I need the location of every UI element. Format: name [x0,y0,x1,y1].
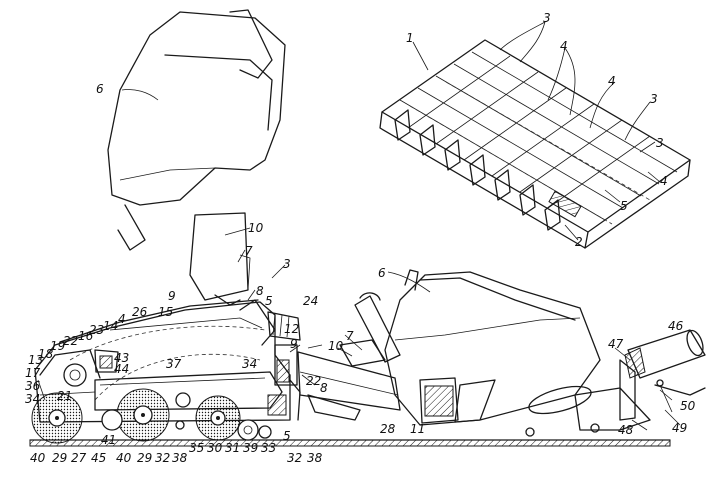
label-3-right: 3 [650,92,658,106]
label-40-b: 40 [116,451,132,465]
label-46: 46 [668,319,684,333]
label-8-upper: 8 [256,284,264,298]
label-41: 41 [101,433,116,447]
label-13: 13 [28,353,43,367]
reference-labels: 6 1 3 4 4 3 3 4 5 2 6 10 7 3 8 5 24 9 15… [25,11,696,465]
label-6-upper: 6 [96,82,104,96]
label-19: 19 [50,339,65,353]
label-7-lower: 7 [346,329,354,343]
label-17: 17 [25,366,41,380]
label-22-left: 22 [63,334,78,348]
label-31: 31 [225,441,240,455]
floor-surface [29,439,671,447]
label-14: 14 [103,319,118,333]
label-43: 43 [114,351,129,365]
connecting-tube [297,292,401,421]
middle-brush [116,388,170,442]
label-12: 12 [284,322,299,336]
label-40-a: 40 [30,451,46,465]
label-29-b: 29 [137,451,152,465]
label-47: 47 [608,337,624,351]
label-4-base: 4 [118,312,126,326]
label-4-mid: 4 [608,74,616,88]
label-3-base: 3 [283,257,291,271]
label-21: 21 [57,389,72,403]
label-49: 49 [672,421,687,435]
label-5-base: 5 [265,294,273,308]
label-32-a: 32 [155,451,170,465]
label-39: 39 [243,441,258,455]
label-48: 48 [618,423,634,437]
label-11: 11 [410,422,425,436]
label-5-mat: 5 [620,199,628,213]
label-26: 26 [132,305,148,319]
label-5-floor: 5 [283,429,291,443]
label-37: 37 [166,357,182,371]
label-33: 33 [261,441,276,455]
label-35: 35 [189,441,204,455]
label-18: 18 [38,347,54,361]
label-27: 27 [71,451,87,465]
label-28: 28 [380,422,396,436]
label-45: 45 [91,451,106,465]
label-1: 1 [406,31,414,45]
leader-lines [121,21,681,431]
front-brush [31,392,83,444]
label-8-lower: 8 [320,381,328,395]
label-23: 23 [89,323,104,337]
label-10-upper: 10 [248,221,264,235]
label-29-a: 29 [52,451,67,465]
label-24: 24 [303,294,318,308]
label-15: 15 [158,305,173,319]
cleaning-mat [379,39,691,249]
label-4-right: 4 [660,174,668,188]
label-9-lower: 9 [290,337,298,351]
label-38-a: 38 [172,451,188,465]
label-32-b: 32 [287,451,302,465]
dock-and-tube [574,329,706,431]
rear-brush [195,395,241,441]
label-50: 50 [680,399,696,413]
label-7-upper: 7 [245,244,253,258]
drive-wheels [101,392,272,441]
label-44: 44 [114,362,129,376]
label-10-lower: 10 [328,339,344,353]
label-38-b: 38 [307,451,323,465]
label-4-top: 4 [560,39,568,53]
label-22-right: 22 [306,374,321,388]
label-36: 36 [25,379,41,393]
label-2: 2 [575,235,583,249]
label-3-right-2: 3 [656,136,664,150]
label-9-upper: 9 [168,289,176,303]
label-6-lower: 6 [378,266,386,280]
label-34-left: 34 [25,392,40,406]
upright-handle-unit [107,9,286,306]
label-30: 30 [207,441,223,455]
lying-handle-unit [384,269,601,437]
label-3-top: 3 [543,11,551,25]
label-34-right: 34 [242,357,257,371]
base-housing [34,299,301,423]
label-16: 16 [78,329,94,343]
